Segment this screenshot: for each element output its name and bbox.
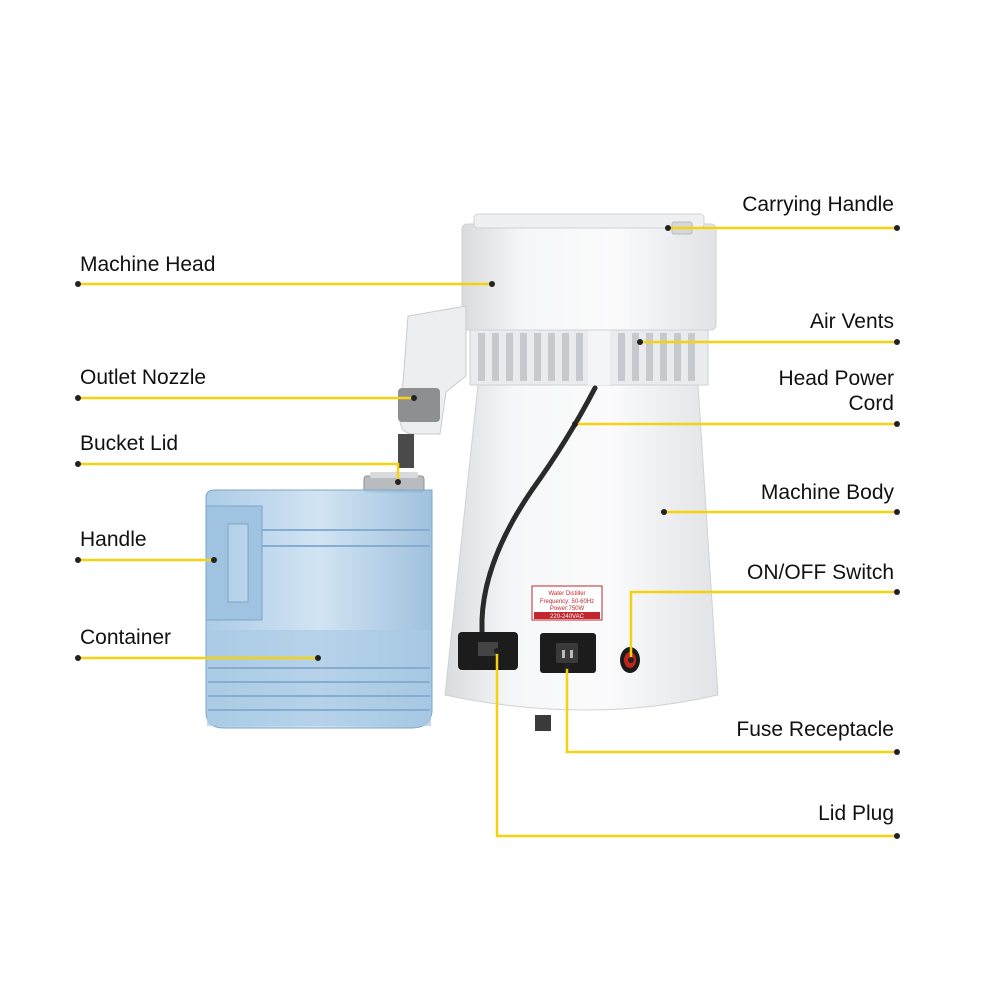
- water-level: [207, 630, 431, 726]
- spout-grey-panel: [398, 388, 440, 422]
- machine-head: [461, 223, 717, 331]
- label-machine-body: Machine Body: [760, 481, 894, 504]
- plate-line1: Water Distiller: [548, 591, 585, 597]
- leader-lines: [78, 226, 897, 838]
- label-fuse-receptacle: Fuse Receptacle: [736, 718, 894, 741]
- plate-line4: 220-240VAC: [550, 614, 585, 620]
- label-on-off-switch: ON/OFF Switch: [746, 561, 894, 584]
- label-head-power-cord-line1: Head Power: [778, 367, 894, 390]
- label-head-power-cord-line2: Cord: [848, 392, 894, 415]
- plate-line3: Power:750W: [550, 606, 585, 612]
- body-foot: [535, 715, 551, 731]
- plate-line2: Frequency: 50-60Hz: [540, 599, 594, 605]
- outlet-tube: [398, 434, 414, 468]
- label-lid-plug: Lid Plug: [818, 802, 894, 825]
- vent-divider: [588, 328, 610, 385]
- label-outlet-nozzle: Outlet Nozzle: [80, 366, 207, 389]
- container-handle: [205, 505, 263, 621]
- label-handle: Handle: [80, 528, 147, 551]
- label-carrying-handle: Carrying Handle: [742, 193, 894, 216]
- label-air-vents: Air Vents: [809, 310, 894, 333]
- machine-body: [444, 384, 719, 711]
- label-machine-head: Machine Head: [80, 253, 216, 276]
- jug-ridges: [208, 529, 430, 711]
- label-container: Container: [80, 626, 172, 649]
- leader-dots: [75, 225, 900, 839]
- head-rim: [473, 213, 705, 229]
- vent-slots: [478, 333, 695, 381]
- label-bucket-lid: Bucket Lid: [80, 432, 179, 455]
